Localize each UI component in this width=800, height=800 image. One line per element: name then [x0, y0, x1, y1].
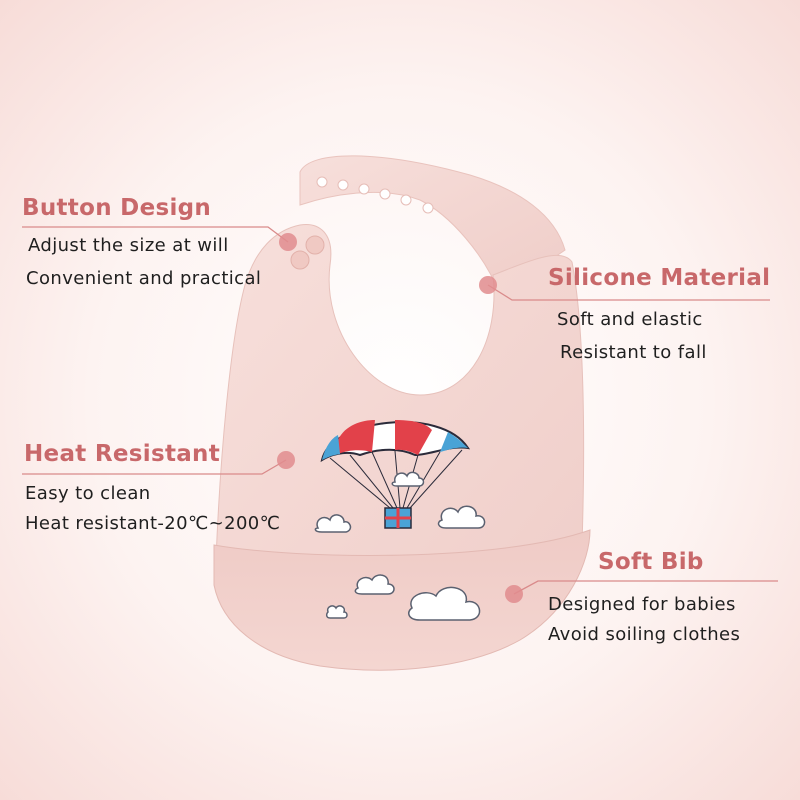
silicone-material-line-2: Resistant to fall	[560, 342, 707, 363]
heat-resistant-line-2: Heat resistant-20℃~200℃	[25, 513, 281, 534]
heat-resistant-line-1: Easy to clean	[25, 483, 151, 504]
strap-holes	[316, 176, 434, 214]
parachute-graphic	[320, 420, 471, 529]
button-design-line-1: Adjust the size at will	[28, 235, 229, 256]
soft-bib-line-1: Designed for babies	[548, 594, 736, 615]
callout-dots	[277, 233, 523, 603]
soft-bib-title: Soft Bib	[598, 549, 704, 575]
button-design-title: Button Design	[22, 195, 212, 221]
button-design-line-2: Convenient and practical	[26, 268, 262, 289]
snap-buttons	[290, 235, 325, 270]
silicone-material-line-1: Soft and elastic	[557, 309, 703, 330]
cloud-graphics	[314, 471, 486, 621]
soft-bib-line-2: Avoid soiling clothes	[548, 624, 741, 645]
bib-pocket	[213, 529, 591, 671]
silicone-material-title: Silicone Material	[548, 265, 771, 291]
heat-resistant-title: Heat Resistant	[24, 441, 221, 467]
